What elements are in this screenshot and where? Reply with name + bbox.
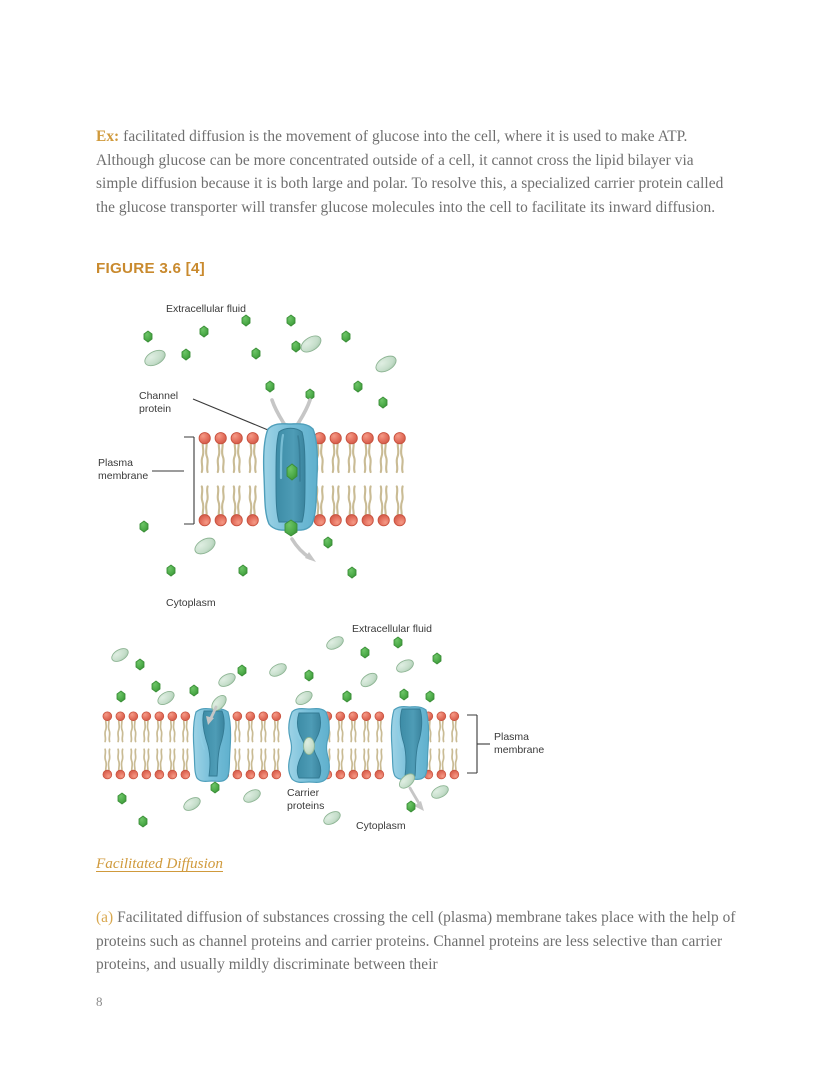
panel-a-molecule-exiting (284, 519, 298, 537)
panel-a-channel-protein (262, 423, 319, 531)
panel-a-label-channel-protein-line2: protein (139, 403, 171, 415)
panel-a-extracellular-molecules (143, 314, 397, 409)
panel-a-plasma-membrane-bracket (152, 436, 195, 525)
panel-a-label-plasma-membrane-line2: membrane (98, 470, 148, 482)
panel-b-label-plasma-membrane-line1: Plasma (494, 731, 529, 743)
closing-paragraph: (a) Facilitated diffusion of substances … (96, 906, 736, 976)
panel-b-plasma-membrane-bracket (467, 714, 490, 774)
panel-a-label-channel-protein-line1: Channel (139, 390, 178, 402)
figure-caption-title: Facilitated Diffusion (96, 855, 223, 872)
panel-a-label-extracellular: Extracellular fluid (166, 303, 246, 315)
panel-b-carrier-protein-left (192, 708, 232, 782)
figure-panel-channel-protein: Extracellular fluid (96, 296, 426, 616)
panel-a-channel-leader-line (192, 398, 269, 431)
panel-b-label-carrier-proteins-line2: proteins (287, 800, 324, 812)
panel-a-label-cytoplasm: Cytoplasm (166, 597, 216, 609)
panel-b-carrier-protein-middle (288, 708, 330, 783)
panel-b-molecule-exiting-right (399, 773, 415, 789)
figure-heading: FIGURE 3.6 [4] (96, 260, 205, 277)
panel-b-arrow-out-of-right-carrier (408, 786, 424, 811)
panel-b-molecule-in-middle-carrier (303, 736, 315, 756)
page-number: 8 (96, 994, 103, 1009)
panel-b-arrow-into-left-carrier (206, 705, 218, 725)
intro-paragraph-text: facilitated diffusion is the movement of… (96, 128, 724, 216)
panel-a-outward-arrow (290, 537, 316, 562)
intro-paragraph-tag: Ex: (96, 128, 120, 146)
panel-b-carrier-protein-right (390, 706, 430, 780)
intro-paragraph: Ex: facilitated diffusion is the movemen… (96, 125, 736, 219)
panel-b-label-plasma-membrane-line2: membrane (494, 744, 544, 756)
panel-b-cytoplasm-molecules (117, 781, 449, 828)
closing-paragraph-text: Facilitated diffusion of substances cros… (96, 909, 736, 974)
panel-a-inward-arrows (270, 398, 312, 429)
closing-paragraph-tag: (a) (96, 909, 114, 927)
figure-panel-carrier-proteins: Extracellular fluid (100, 618, 550, 840)
panel-a-cytoplasm-molecules (139, 520, 357, 579)
panel-b-label-extracellular: Extracellular fluid (352, 623, 432, 635)
panel-b-label-cytoplasm: Cytoplasm (356, 820, 406, 832)
panel-b-extracellular-molecules (111, 636, 442, 705)
panel-b-label-carrier-proteins-line1: Carrier (287, 787, 320, 799)
panel-a-label-plasma-membrane-line1: Plasma (98, 457, 133, 469)
